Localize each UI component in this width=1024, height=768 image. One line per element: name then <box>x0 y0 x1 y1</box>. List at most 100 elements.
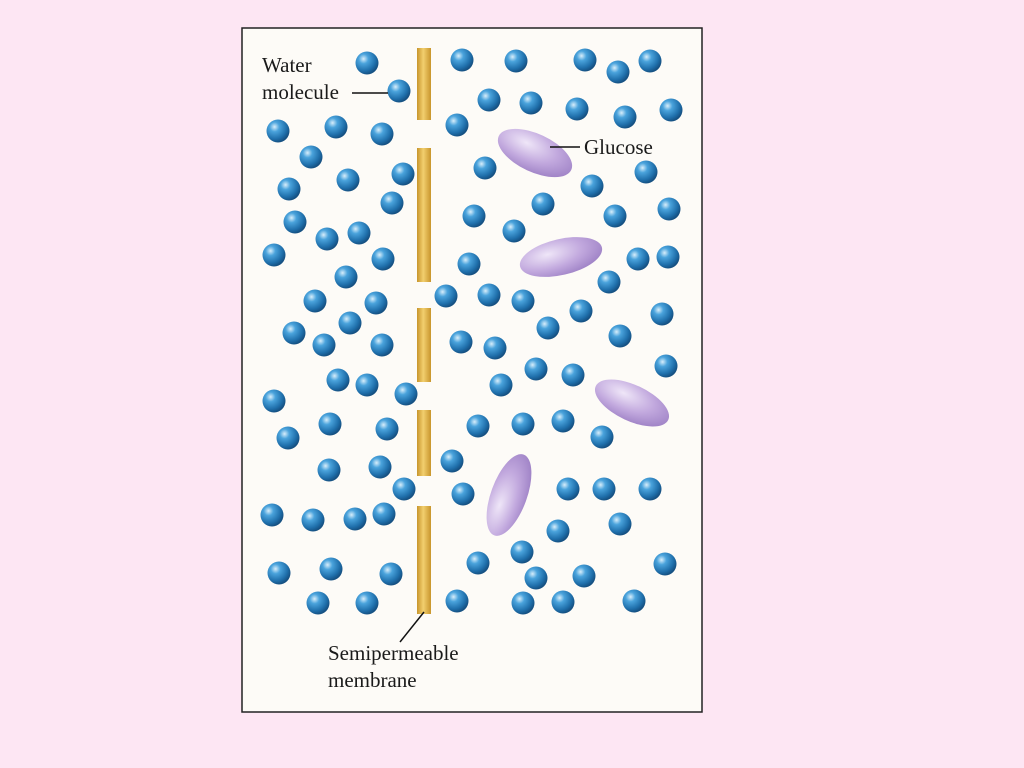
water-molecule <box>565 97 589 121</box>
water-molecule <box>483 336 507 360</box>
glucose-molecule <box>486 454 532 536</box>
water-molecule <box>334 265 358 289</box>
water-molecule <box>324 115 348 139</box>
water-molecule <box>372 502 396 526</box>
glucose-molecule <box>519 237 603 277</box>
water-molecule <box>312 333 336 357</box>
glucose-label: Glucose <box>584 135 653 159</box>
water-molecule <box>536 316 560 340</box>
water-molecule <box>638 49 662 73</box>
water-molecule <box>654 354 678 378</box>
water-molecule <box>504 49 528 73</box>
water-molecule <box>380 191 404 215</box>
water-molecule <box>315 227 339 251</box>
glucose-molecules <box>486 128 670 536</box>
water-molecule <box>622 589 646 613</box>
membrane-label-line1: Semipermeable <box>328 641 459 665</box>
glucose-molecule <box>594 379 670 427</box>
water-molecule <box>592 477 616 501</box>
water-molecule <box>392 477 416 501</box>
water-molecule <box>262 243 286 267</box>
water-molecule <box>355 51 379 75</box>
water-molecule <box>551 409 575 433</box>
water-molecule <box>606 60 630 84</box>
water-molecule <box>511 591 535 615</box>
water-molecule <box>276 426 300 450</box>
water-molecule <box>510 540 534 564</box>
water-molecule <box>656 245 680 269</box>
water-molecule <box>299 145 323 169</box>
water-molecule <box>473 156 497 180</box>
water-molecule <box>551 590 575 614</box>
water-molecule <box>580 174 604 198</box>
membrane-label-line2: membrane <box>328 668 417 692</box>
water-label-line1: Water <box>262 53 312 77</box>
water-molecule <box>511 412 535 436</box>
water-molecule <box>561 363 585 387</box>
water-molecule <box>371 247 395 271</box>
water-molecule <box>638 477 662 501</box>
water-molecule <box>440 449 464 473</box>
water-molecule <box>306 591 330 615</box>
water-molecule <box>572 564 596 588</box>
water-molecule <box>613 105 637 129</box>
water-molecule <box>489 373 513 397</box>
water-molecule <box>364 291 388 315</box>
water-molecule <box>569 299 593 323</box>
water-molecule <box>355 373 379 397</box>
water-molecule <box>457 252 481 276</box>
water-molecule <box>653 552 677 576</box>
water-molecule <box>519 91 543 115</box>
membrane-segment <box>417 308 431 382</box>
glucose-molecule <box>497 128 573 178</box>
water-molecule <box>477 88 501 112</box>
water-molecule <box>387 79 411 103</box>
water-molecule <box>502 219 526 243</box>
membrane-segment <box>417 148 431 282</box>
water-molecule <box>326 368 350 392</box>
water-molecule <box>379 562 403 586</box>
water-molecule <box>303 289 327 313</box>
water-molecule <box>391 162 415 186</box>
water-molecule <box>524 566 548 590</box>
water-molecule <box>556 477 580 501</box>
water-molecule <box>608 324 632 348</box>
water-molecule <box>511 289 535 313</box>
water-molecule <box>394 382 418 406</box>
water-molecule <box>336 168 360 192</box>
water-molecule <box>266 119 290 143</box>
membrane-segment <box>417 48 431 120</box>
water-molecule <box>370 333 394 357</box>
water-molecule <box>573 48 597 72</box>
water-molecule <box>597 270 621 294</box>
water-molecule <box>260 503 284 527</box>
water-molecule <box>338 311 362 335</box>
water-molecule <box>317 458 341 482</box>
water-molecule <box>375 417 399 441</box>
water-molecule <box>434 284 458 308</box>
water-molecule <box>319 557 343 581</box>
water-molecule <box>466 414 490 438</box>
water-molecule <box>301 508 325 532</box>
water-molecule <box>355 591 379 615</box>
water-molecule <box>657 197 681 221</box>
water-molecule <box>634 160 658 184</box>
water-molecule <box>650 302 674 326</box>
water-molecule <box>590 425 614 449</box>
membrane-segment <box>417 410 431 476</box>
water-molecule <box>370 122 394 146</box>
water-molecule <box>626 247 650 271</box>
water-molecule <box>659 98 683 122</box>
water-molecule <box>283 210 307 234</box>
water-molecules <box>260 48 683 615</box>
water-molecule <box>445 589 469 613</box>
water-molecule <box>531 192 555 216</box>
water-molecule <box>368 455 392 479</box>
water-molecule <box>277 177 301 201</box>
membrane-segment <box>417 506 431 614</box>
water-molecule <box>603 204 627 228</box>
water-molecule <box>477 283 501 307</box>
water-molecule <box>524 357 548 381</box>
water-label-line2: molecule <box>262 80 339 104</box>
